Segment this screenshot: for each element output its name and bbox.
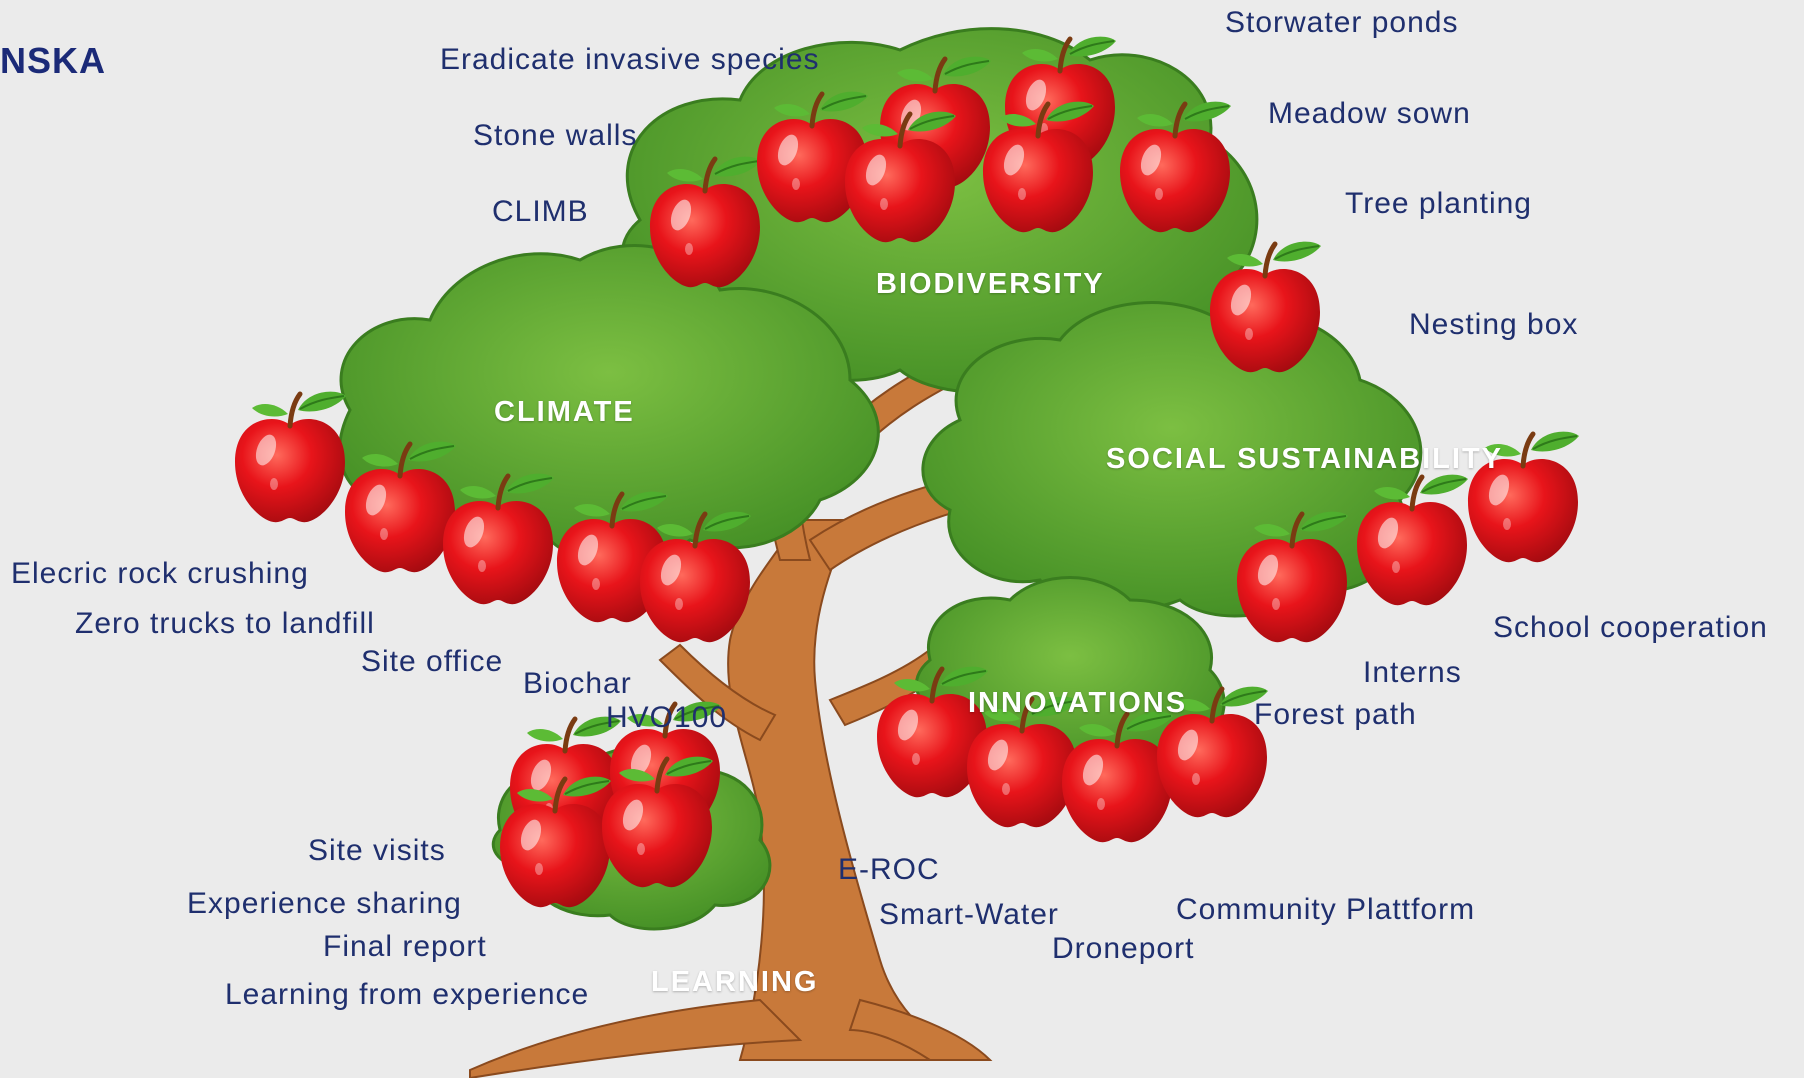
label-community-plattform: Community Plattform (1176, 893, 1476, 926)
company-logo: NSKA (0, 40, 107, 81)
label-stone-walls: Stone walls (473, 119, 638, 152)
label-biochar: Biochar (523, 667, 632, 700)
label-school-cooperation: School cooperation (1493, 611, 1768, 644)
label-zero-trucks-to-landfill: Zero trucks to landfill (75, 607, 375, 640)
label-storwater-ponds: Storwater ponds (1225, 6, 1459, 39)
label-learning-from-experience: Learning from experience (225, 978, 590, 1011)
label-site-visits: Site visits (308, 834, 446, 867)
category-social-sustainability: SOCIAL SUSTAINABILITY (1106, 443, 1503, 475)
label-meadow-sown: Meadow sown (1268, 97, 1471, 130)
label-climb: CLIMB (492, 195, 589, 228)
label-nesting-box: Nesting box (1409, 308, 1579, 341)
label-hvo100: HVO100 (606, 701, 728, 734)
category-biodiversity: BIODIVERSITY (876, 268, 1105, 300)
category-learning: LEARNING (651, 966, 819, 998)
label-e-roc: E-ROC (838, 853, 940, 886)
label-site-office: Site office (361, 645, 504, 678)
category-climate: CLIMATE (494, 396, 635, 428)
apple-rock (235, 392, 346, 523)
label-tree-planting: Tree planting (1345, 187, 1532, 220)
category-innovations: INNOVATIONS (968, 687, 1188, 719)
label-smart-water: Smart-Water (879, 898, 1059, 931)
label-forest-path: Forest path (1254, 698, 1417, 731)
label-droneport: Droneport (1052, 932, 1195, 965)
label-experience-sharing: Experience sharing (187, 887, 462, 920)
label-eradicate-invasive-species: Eradicate invasive species (440, 43, 820, 76)
label-interns: Interns (1363, 656, 1462, 689)
label-final-report: Final report (323, 930, 487, 963)
label-electric-rock-crushing: Elecric rock crushing (11, 557, 309, 590)
